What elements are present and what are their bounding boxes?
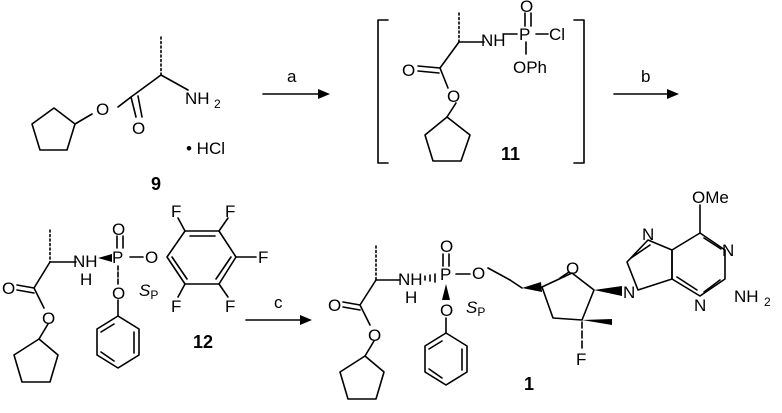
group-nh2: NH: [734, 287, 759, 306]
atom-f: F: [225, 202, 235, 221]
atom-n: N: [694, 296, 706, 315]
arrow-label-a: a: [287, 67, 297, 86]
atom-nh: NH: [185, 89, 210, 108]
atom-o: O: [440, 237, 453, 256]
atom-o: O: [472, 264, 485, 283]
arrow-c: c: [245, 293, 312, 325]
compound-label-9: 9: [151, 174, 161, 194]
group-ome: OMe: [692, 188, 729, 207]
arrow-b: b: [613, 67, 679, 99]
atom-o: O: [112, 220, 125, 239]
atom-f: F: [171, 297, 181, 316]
atom-o: O: [132, 119, 145, 138]
atom-f: F: [225, 297, 235, 316]
atom-n: N: [642, 225, 654, 244]
atom-o: O: [402, 61, 415, 80]
atom-o: O: [566, 259, 579, 278]
compound-11: NH P O Cl OPh O O 11: [377, 0, 585, 164]
arrow-label-b: b: [641, 67, 650, 86]
atom-o: O: [2, 279, 15, 298]
stereo-descriptor: SP: [466, 298, 485, 319]
atom-o: O: [112, 284, 125, 303]
atom-h: H: [405, 288, 417, 307]
atom-o: O: [520, 0, 533, 16]
atom-o: O: [368, 326, 381, 345]
compound-12: NH H P O O O O O F F F F F SP 12: [2, 202, 268, 383]
atom-f: F: [576, 350, 586, 369]
atom-p: P: [112, 248, 123, 267]
atom-o: O: [328, 296, 341, 315]
compound-9: O O NH 2 • HCl 9: [31, 35, 225, 194]
atom-p: P: [440, 265, 451, 284]
atom-p: P: [519, 25, 530, 44]
atom-f: F: [171, 202, 181, 221]
atom-n: N: [623, 283, 635, 302]
atom-nh: NH: [481, 31, 506, 50]
atom-n: N: [722, 241, 734, 260]
compound-label-12: 12: [193, 332, 213, 352]
stereo-descriptor: SP: [139, 281, 158, 302]
atom-o: O: [447, 87, 460, 106]
atom-o: O: [440, 301, 453, 320]
compound-label-1: 1: [524, 374, 534, 394]
atom-nh: NH: [398, 270, 423, 289]
arrow-label-c: c: [274, 293, 283, 312]
compound-label-11: 11: [501, 144, 520, 164]
compound-1: NH H P O O O O O O N N N N OMe NH 2 F SP…: [328, 188, 771, 400]
subscript-2: 2: [764, 295, 771, 309]
arrow-a: a: [262, 67, 330, 99]
group-oph: OPh: [513, 58, 547, 77]
atom-cl: Cl: [549, 25, 565, 44]
atom-o: O: [96, 100, 109, 119]
atom-h: H: [80, 270, 92, 289]
atom-f: F: [258, 248, 268, 267]
atom-nh: NH: [73, 252, 98, 271]
salt-hcl: • HCl: [186, 139, 225, 158]
atom-o: O: [42, 309, 55, 328]
atom-o: O: [145, 248, 158, 267]
subscript-2: 2: [214, 97, 221, 111]
